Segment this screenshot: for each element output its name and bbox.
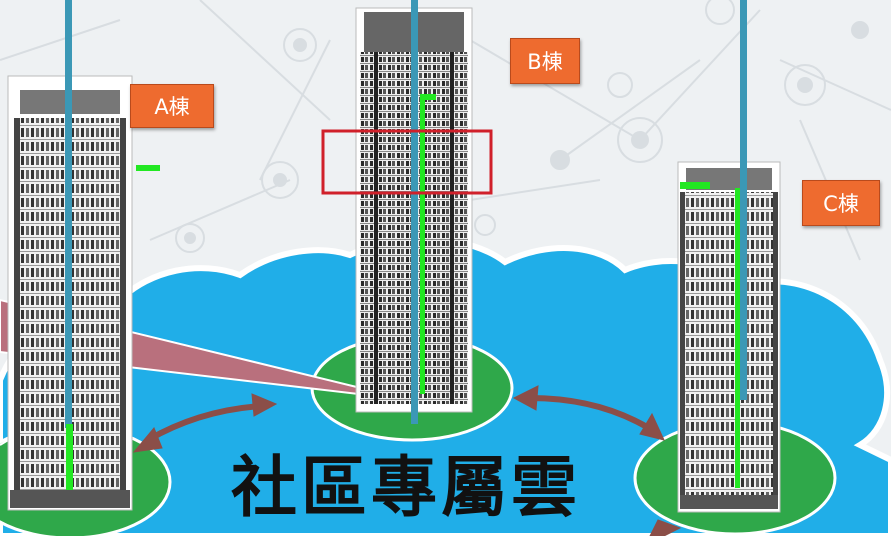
diagram-title: 社區專屬雲 <box>231 449 581 526</box>
building-c-label: C棟 <box>802 180 880 226</box>
highlight-box <box>321 129 493 195</box>
pole-b <box>411 0 418 424</box>
connection-arrows <box>132 385 682 536</box>
building-b-label: B棟 <box>510 38 580 84</box>
network-background <box>0 0 891 261</box>
pole-a <box>65 0 72 428</box>
building-a-label: A棟 <box>130 84 214 128</box>
building-c <box>677 161 781 513</box>
signal-indicators <box>66 94 740 490</box>
pole-c <box>740 0 747 400</box>
